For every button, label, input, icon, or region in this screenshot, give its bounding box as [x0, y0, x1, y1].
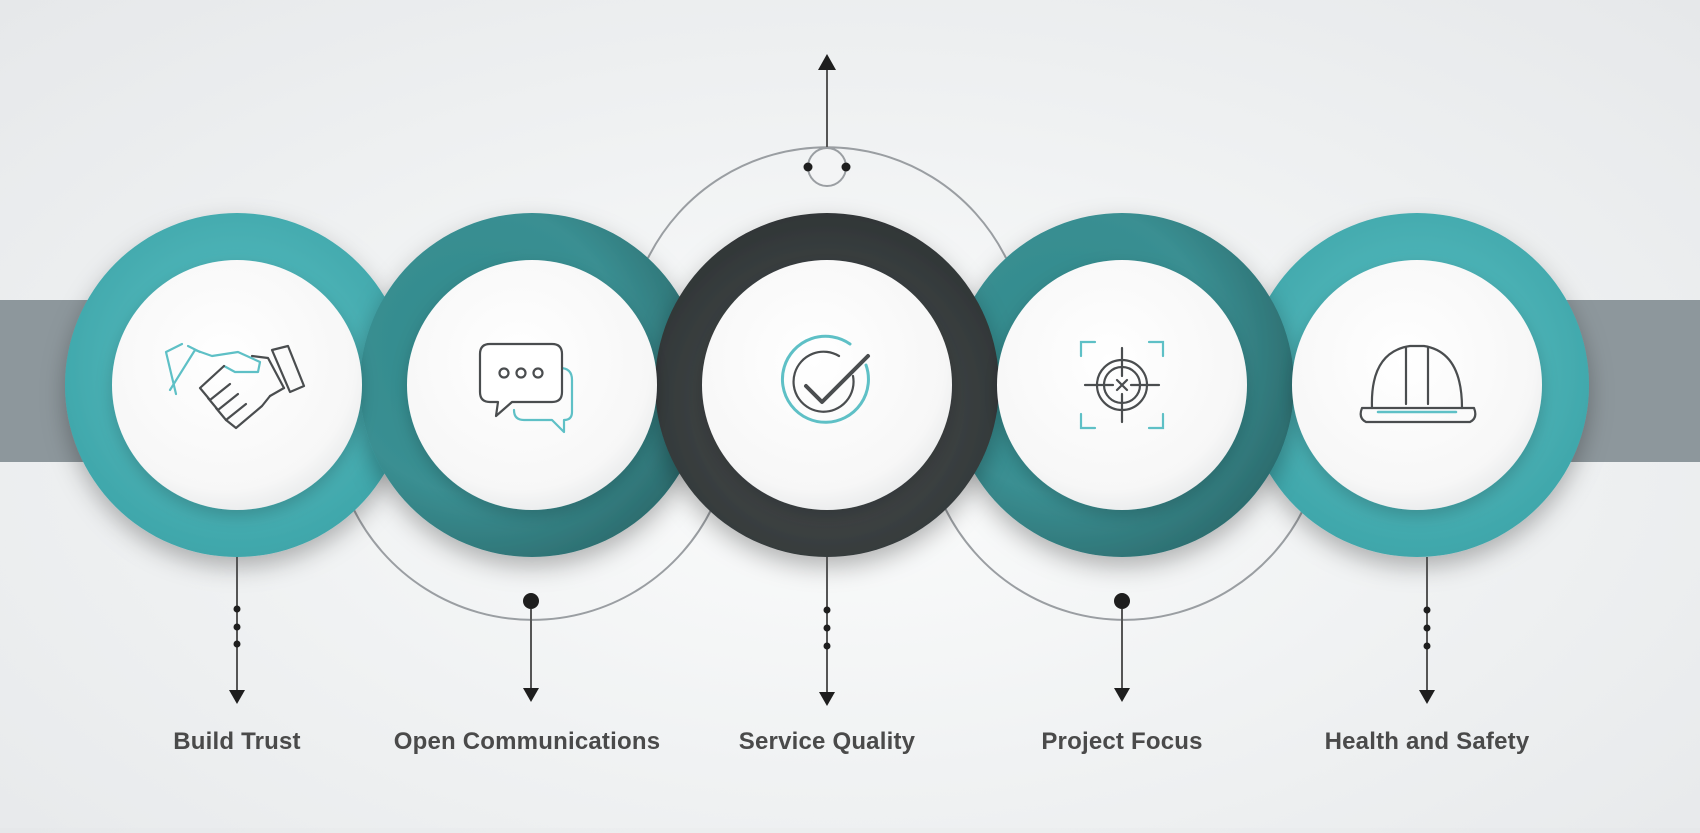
connector-service-quality	[819, 557, 835, 706]
hard-hat-icon	[1359, 344, 1477, 424]
inner-circle-service-quality	[702, 260, 952, 510]
top-connector	[803, 54, 851, 187]
connector-open-communications	[523, 593, 539, 702]
connector-project-focus	[1114, 593, 1130, 702]
checkmark-icon	[780, 334, 870, 424]
connector-build-trust	[229, 557, 245, 704]
step-label-health-and-safety: Health and Safety	[1324, 728, 1530, 755]
chat-bubbles-icon	[478, 342, 574, 434]
bottom-arc-right	[943, 505, 1306, 621]
step-label-service-quality: Service Quality	[738, 728, 916, 755]
connector-health-and-safety	[1419, 557, 1435, 704]
handshake-icon	[164, 342, 306, 430]
step-label-build-trust: Build Trust	[173, 728, 301, 755]
bottom-arc-left	[351, 505, 714, 621]
inner-circle-health-and-safety	[1292, 260, 1542, 510]
step-label-project-focus: Project Focus	[1041, 728, 1203, 755]
inner-circle-build-trust	[112, 260, 362, 510]
target-crosshair-icon	[1079, 340, 1165, 430]
step-label-open-communications: Open Communications	[393, 728, 661, 755]
